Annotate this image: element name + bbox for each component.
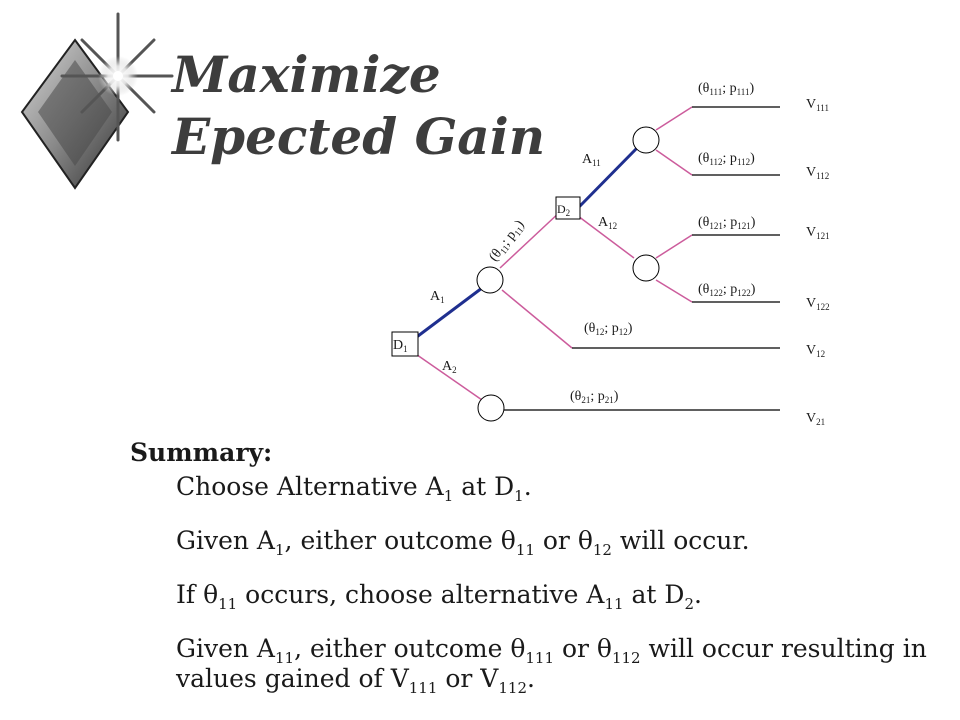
label-a1: A1 (430, 289, 445, 305)
summary-line-1: Choose Alternative A1 at D1. (176, 472, 532, 505)
branch-a11 (576, 146, 639, 210)
title-line-1: Maximize (172, 45, 441, 104)
label-value-v111: V111 (806, 97, 829, 113)
label-outcome-t112: (θ112; p112) (698, 151, 755, 167)
label-outcome-t122: (θ122; p122) (698, 282, 756, 298)
summary-heading: Summary: (130, 438, 273, 467)
chance-node-a12 (632, 254, 660, 282)
summary-line-3: If θ11 occurs, choose alternative A11 at… (176, 580, 702, 613)
title-line-2: Epected Gain (172, 107, 546, 166)
decision-tree: D1 D2 A1 A2 A11 A12 (θ11; p11) (θ12; p12… (391, 81, 830, 427)
branch-t121 (655, 234, 693, 259)
label-outcome-t121: (θ121; p121) (698, 215, 756, 231)
label-outcome-t12: (θ12; p12) (584, 321, 633, 337)
diamond-starburst-icon (20, 12, 174, 190)
label-a12: A12 (598, 215, 617, 231)
label-d2: D2 (557, 202, 570, 218)
chance-node-a11 (632, 126, 660, 154)
summary-section: Summary: Choose Alternative A1 at D1. Gi… (130, 438, 930, 697)
label-outcome-t111: (θ111; p111) (698, 81, 754, 97)
page-title: Maximize Epected Gain (172, 44, 545, 168)
label-value-v121: V121 (806, 225, 830, 241)
chance-node-a1 (476, 266, 504, 294)
branch-a1 (409, 283, 487, 344)
summary-line-4: Given A11, either outcome θ111 or θ112 w… (176, 634, 927, 697)
branch-a2 (409, 349, 483, 401)
branch-a12 (577, 215, 635, 259)
decision-node-d1 (391, 331, 419, 357)
label-a11: A11 (582, 152, 601, 168)
decision-node-d2 (555, 196, 581, 220)
chance-node-a2 (477, 394, 505, 422)
label-value-v12: V12 (806, 343, 825, 359)
label-a2: A2 (442, 359, 457, 375)
label-d1: D1 (393, 338, 408, 354)
branch-t111 (655, 106, 693, 131)
label-outcome-t11: (θ11; p11) (486, 217, 528, 265)
label-value-v112: V112 (806, 165, 829, 181)
branch-t11 (499, 209, 563, 269)
label-value-v122: V122 (806, 296, 830, 312)
branch-t112 (655, 149, 693, 176)
label-outcome-t21: (θ21; p21) (570, 389, 619, 405)
branch-t12 (501, 289, 573, 349)
branch-t122 (655, 279, 693, 303)
summary-line-2: Given A1, either outcome θ11 or θ12 will… (176, 526, 750, 559)
label-value-v21: V21 (806, 411, 825, 427)
